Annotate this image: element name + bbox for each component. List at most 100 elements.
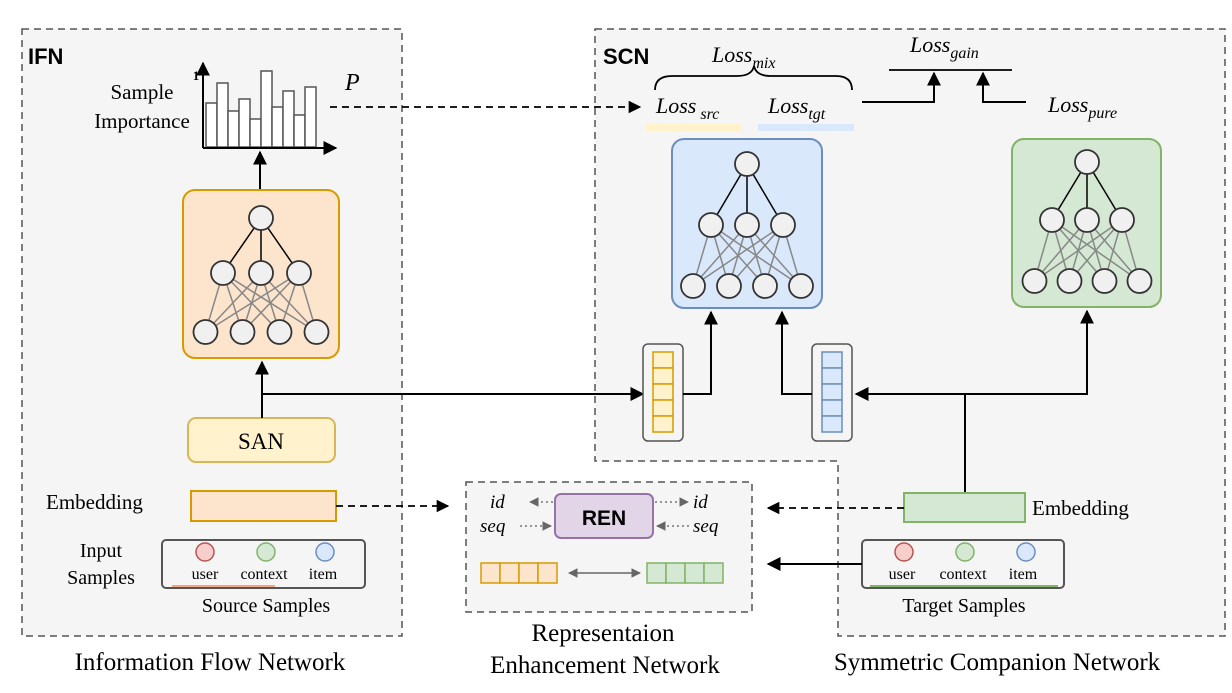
ren-caption-line1: Representaion	[531, 620, 675, 647]
network-node	[1039, 207, 1065, 233]
network-node	[734, 212, 760, 238]
histogram-bar	[260, 70, 273, 148]
context-dot-icon	[256, 542, 276, 562]
network-node	[248, 205, 274, 231]
ren-box	[554, 493, 654, 539]
target-samples-label: Target Samples	[902, 595, 1025, 617]
tgt-user-label: user	[889, 566, 916, 583]
network-edge	[1068, 219, 1123, 282]
network-node	[210, 260, 236, 286]
vector-cell	[499, 562, 520, 584]
network-node	[680, 273, 706, 299]
network-node	[1109, 207, 1135, 233]
vector-cell	[703, 562, 724, 584]
vector-cell	[821, 367, 843, 385]
ren-id-right: id	[693, 492, 708, 513]
network-node	[192, 319, 219, 345]
ren-caption-line2: Enhancement Network	[490, 652, 720, 679]
vector-cell	[652, 351, 674, 369]
loss-gain-label: Lossgain	[909, 32, 979, 62]
src-vector-to-mix-net-arrow	[683, 310, 718, 395]
loss-mix-label: Lossmix	[711, 42, 775, 72]
vector-cell	[665, 562, 686, 584]
tgt-context-label: context	[939, 566, 987, 583]
sample-importance-label-line2: Importance	[94, 109, 190, 133]
scn-embedding-box	[903, 492, 1026, 523]
loss-pure-label: Losspure	[1047, 92, 1117, 122]
network-node	[1021, 268, 1048, 294]
scn-tag: SCN	[603, 44, 649, 69]
histogram-bar	[304, 86, 317, 148]
loss-mix-to-gain-arrow	[862, 71, 941, 103]
scn-embedding-label: Embedding	[1032, 496, 1129, 520]
histogram-bar	[238, 98, 251, 148]
vector-cell	[652, 399, 674, 417]
network-node	[752, 273, 778, 299]
network-node	[303, 319, 330, 345]
network-edge	[205, 272, 300, 333]
vector-cell	[821, 415, 843, 433]
network-node	[248, 260, 274, 286]
network-edge	[1034, 219, 1123, 282]
p-label: P	[344, 70, 360, 96]
vector-cell	[652, 415, 674, 433]
tgt-vector-to-mix-net-arrow	[775, 310, 812, 395]
network-node	[1056, 268, 1083, 294]
vector-cell	[646, 562, 667, 584]
vector-cell	[652, 383, 674, 401]
histogram-bar	[293, 114, 306, 148]
src-item-label: item	[309, 566, 338, 583]
tgt-user-dot-icon	[894, 542, 914, 562]
ren-source-vector	[480, 562, 558, 584]
san-label: SAN	[238, 429, 284, 454]
ifn-tag: IFN	[28, 44, 63, 69]
network-node	[229, 319, 256, 345]
loss-tgt-label: Losstgt	[767, 93, 826, 123]
network-node	[770, 212, 796, 238]
network-node	[266, 319, 293, 345]
scn-pure-network-graph	[1021, 149, 1153, 294]
src-user-label: user	[192, 566, 219, 583]
ifn-embedding-label: Embedding	[46, 490, 143, 514]
tgt-item-label: item	[1009, 566, 1038, 583]
ren-seq-right: seq	[693, 516, 719, 537]
ifn-embedding-box	[190, 490, 337, 522]
network-node	[1126, 268, 1153, 294]
vector-cell	[652, 367, 674, 385]
source-samples-label: Source Samples	[202, 595, 331, 617]
histogram-bar	[227, 110, 240, 148]
network-edge	[1033, 219, 1088, 282]
histogram-bar	[216, 82, 229, 148]
tgt-context-dot-icon	[955, 542, 975, 562]
ren-label: REN	[582, 507, 626, 530]
ifn-caption: Information Flow Network	[75, 649, 346, 676]
scn-mix-network-graph	[680, 151, 814, 299]
item-dot-icon	[315, 542, 335, 562]
vector-cell	[821, 351, 843, 369]
histogram-bar	[282, 90, 295, 148]
ren-seq-left: seq	[480, 516, 506, 537]
network-node	[788, 273, 814, 299]
ifn-network-graph	[192, 205, 330, 345]
network-edge	[692, 224, 748, 287]
sample-importance-label-line1: Sample	[111, 80, 174, 104]
vector-cell	[480, 562, 501, 584]
network-node	[1091, 268, 1118, 294]
src-context-label: context	[240, 566, 288, 583]
network-edge	[692, 224, 784, 287]
vector-cell	[684, 562, 705, 584]
network-node	[698, 212, 724, 238]
vector-cell	[821, 399, 843, 417]
scn-caption: Symmetric Companion Network	[834, 649, 1161, 676]
network-node	[1074, 207, 1100, 233]
ren-id-left: id	[490, 492, 505, 513]
input-samples-label-line1: Input	[80, 540, 123, 562]
histogram-bar	[249, 118, 262, 148]
loss-mix-brace	[654, 65, 853, 91]
loss-src-highlight	[646, 124, 742, 131]
histogram-bar	[205, 102, 218, 148]
vector-cell	[537, 562, 558, 584]
tgt-embedding-to-pure-net-arrow	[965, 309, 1094, 395]
